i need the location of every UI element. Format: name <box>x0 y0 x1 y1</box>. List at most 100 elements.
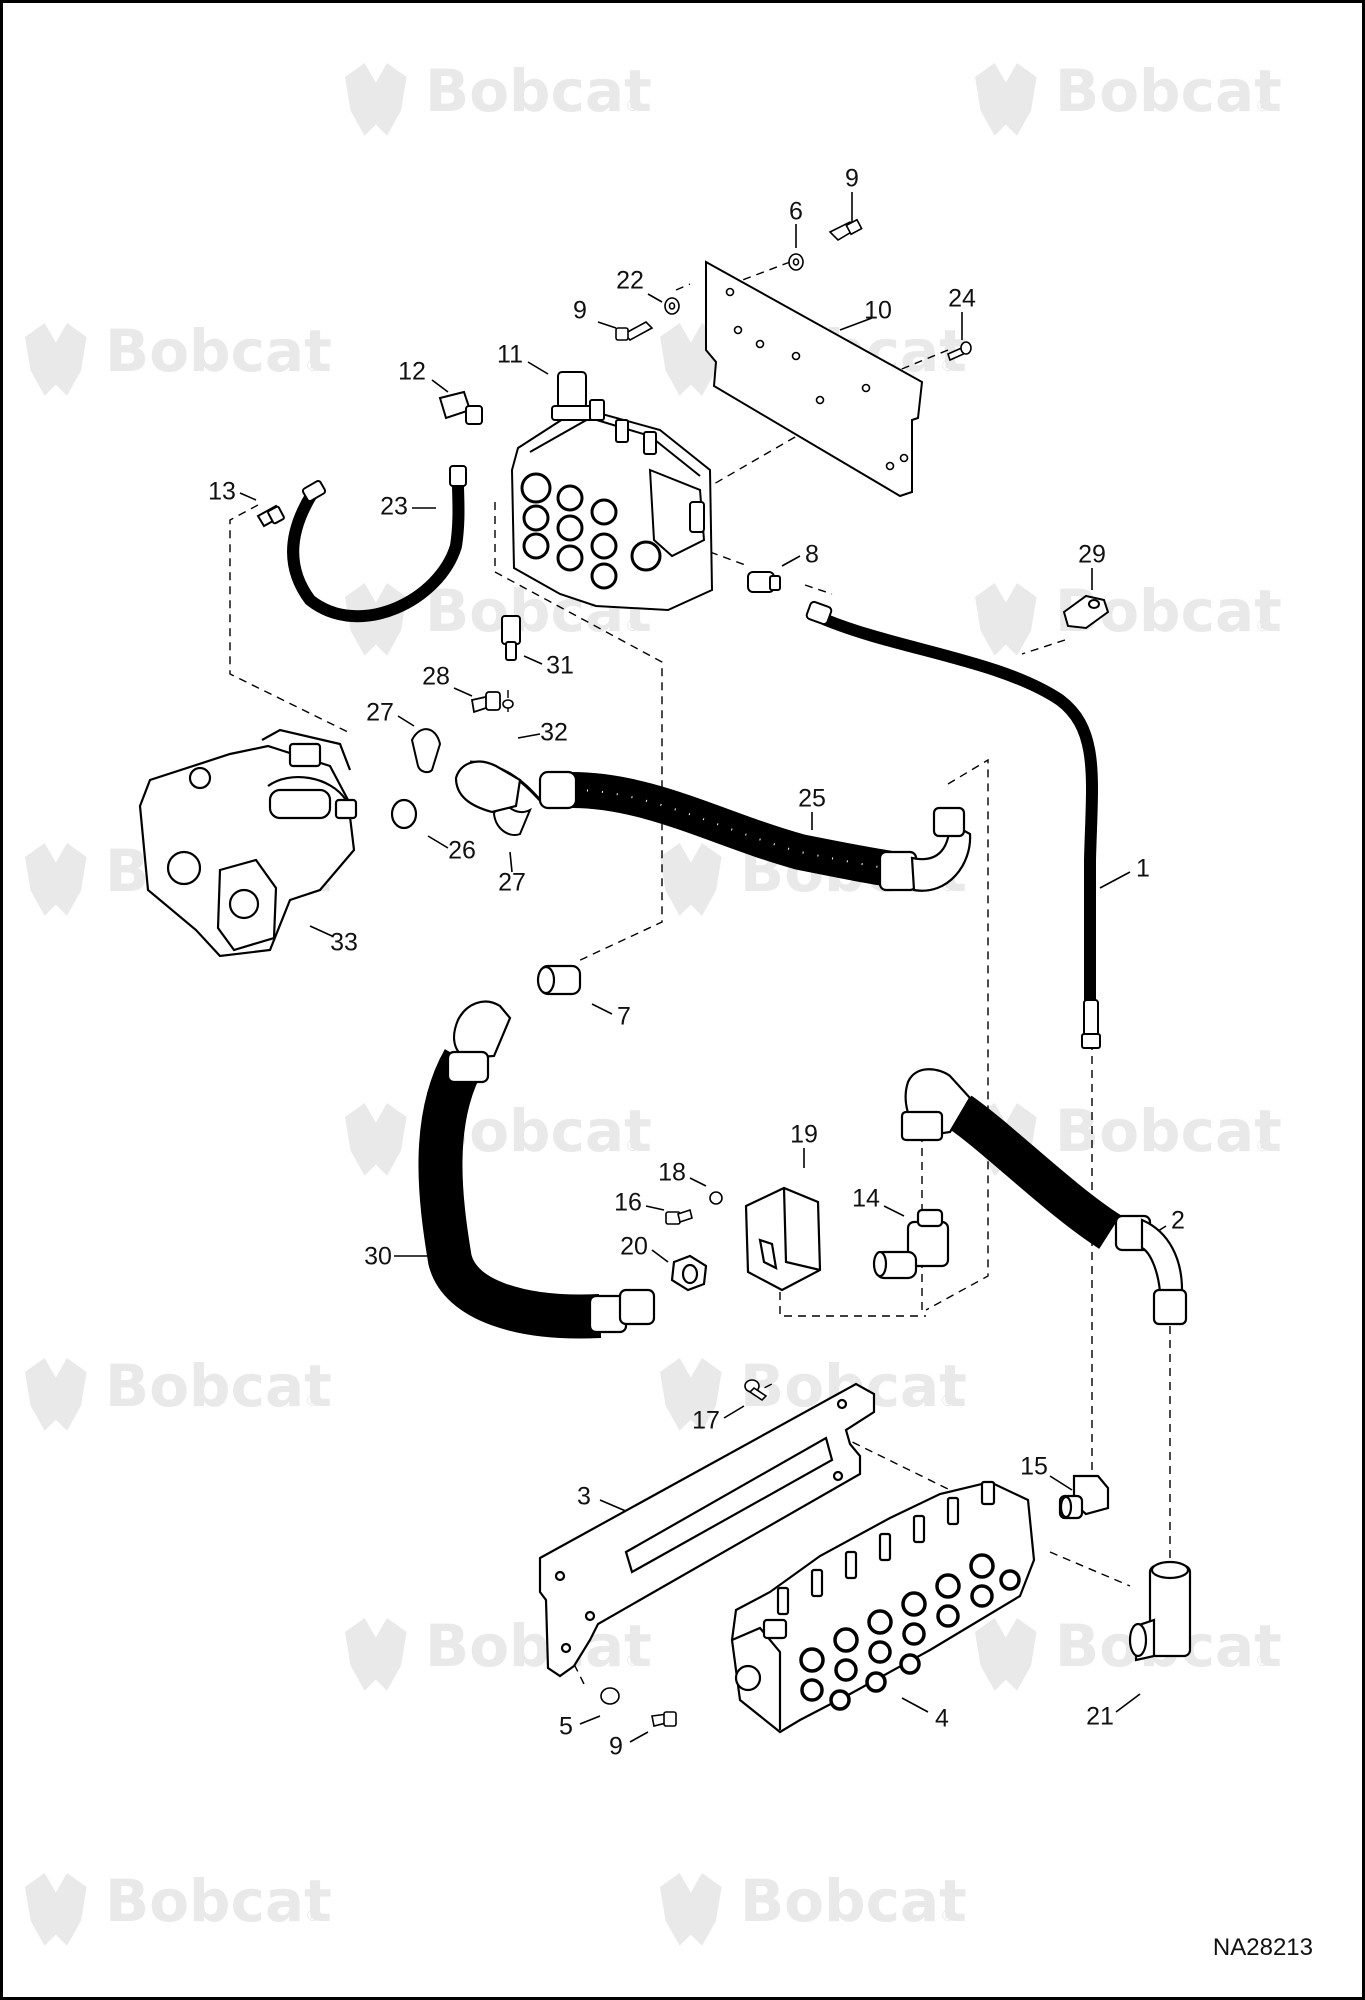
watermark-reg-mark: ® <box>940 1906 956 1925</box>
watermark-10: Bobcat® <box>25 1352 332 1431</box>
bolt-9-bottom <box>651 1711 677 1727</box>
callout-14-25: 14 <box>852 1185 880 1213</box>
watermark-8: Bobcat® <box>345 1097 652 1176</box>
callout-22-2: 22 <box>616 267 644 295</box>
watermark-brand-text: Bobcat <box>425 1612 652 1680</box>
elbow-fitting-21 <box>1128 1560 1192 1662</box>
washer-22 <box>664 297 680 315</box>
callout-32-15: 32 <box>540 719 568 747</box>
bobcat-logo-icon <box>25 323 87 396</box>
control-valve-4 <box>730 1480 1036 1734</box>
bobcat-logo-icon <box>660 1873 722 1946</box>
fitting-12 <box>438 390 483 425</box>
callout-8-10: 8 <box>805 541 819 569</box>
watermark-brand-text: Bobcat <box>425 57 652 125</box>
bobcat-logo-icon <box>25 1873 87 1946</box>
callout-11-6: 11 <box>497 341 523 369</box>
watermark-5: Bobcat® <box>975 577 1282 656</box>
callout-3-31: 3 <box>577 1483 591 1511</box>
callout-7-21: 7 <box>617 1003 631 1031</box>
callout-2-27: 2 <box>1171 1207 1185 1235</box>
mount-plate-10 <box>705 260 924 498</box>
callout-9-0: 9 <box>845 165 859 193</box>
callout-27-19: 27 <box>498 869 526 897</box>
callout-24-5: 24 <box>948 285 976 313</box>
callout-15-30: 15 <box>1020 1453 1048 1481</box>
hose-23 <box>287 465 467 623</box>
control-valve-11 <box>510 371 714 612</box>
callout-6-1: 6 <box>789 198 803 226</box>
bobcat-logo-icon <box>975 1618 1037 1691</box>
watermark-reg-mark: ® <box>940 1391 956 1410</box>
bracket-19 <box>744 1186 822 1292</box>
clip-29 <box>1062 594 1110 630</box>
watermark-1: Bobcat® <box>975 57 1282 136</box>
drawing-number: NA28213 <box>1212 1934 1313 1961</box>
hose-1 <box>805 600 1101 1049</box>
watermark-reg-mark: ® <box>625 96 641 115</box>
bolt-9-left <box>615 321 654 341</box>
callout-10-4: 10 <box>864 297 892 325</box>
hose-2 <box>900 1068 1188 1326</box>
watermark-reg-mark: ® <box>1255 616 1271 635</box>
watermark-reg-mark: ® <box>305 356 321 375</box>
bobcat-logo-icon <box>975 583 1037 656</box>
callout-30-28: 30 <box>364 1243 392 1271</box>
callout-5-32: 5 <box>559 1713 573 1741</box>
callout-1-17: 1 <box>1136 855 1150 883</box>
callout-28-13: 28 <box>422 663 450 691</box>
watermark-0: Bobcat® <box>345 57 652 136</box>
callout-13-8: 13 <box>208 478 236 506</box>
bobcat-logo-icon <box>345 63 407 136</box>
leader-lines <box>239 192 1167 1743</box>
callout-17-29: 17 <box>692 1407 720 1435</box>
bobcat-logo-icon <box>660 843 722 916</box>
watermark-15: Bobcat® <box>660 1867 967 1946</box>
bobcat-logo-icon <box>345 1103 407 1176</box>
nut-20 <box>670 1254 708 1292</box>
clamp-27-upper <box>410 728 442 774</box>
callout-25-16: 25 <box>798 785 826 813</box>
tee-fitting-14 <box>872 1208 950 1280</box>
hose-25 <box>454 760 972 892</box>
watermark-brand-text: Bobcat <box>105 1352 332 1420</box>
callout-23-9: 23 <box>380 493 408 521</box>
callout-27-14: 27 <box>366 699 394 727</box>
bobcat-logo-icon <box>345 1618 407 1691</box>
callout-31-12: 31 <box>546 652 574 680</box>
mount-plate-3 <box>538 1382 876 1678</box>
bobcat-logo-icon <box>975 63 1037 136</box>
callout-4-35: 4 <box>935 1705 949 1733</box>
watermark-9: Bobcat® <box>975 1097 1282 1176</box>
callout-21-34: 21 <box>1086 1703 1114 1731</box>
washer-6 <box>788 253 804 271</box>
watermark-brand-text: Bobcat <box>105 1867 332 1935</box>
callout-9-33: 9 <box>609 1733 623 1761</box>
callout-12-7: 12 <box>398 358 426 386</box>
hose-30 <box>418 1000 656 1339</box>
watermark-reg-mark: ® <box>625 616 641 635</box>
adapter-7 <box>536 964 582 996</box>
watermark-brand-text: Bobcat <box>1055 1097 1282 1165</box>
callout-33-20: 33 <box>330 929 358 957</box>
callout-26-18: 26 <box>448 837 476 865</box>
pump-33 <box>138 728 358 958</box>
fitting-8 <box>747 571 781 593</box>
watermark-2: Bobcat® <box>25 317 332 396</box>
watermark-reg-mark: ® <box>305 1906 321 1925</box>
watermark-reg-mark: ® <box>1255 96 1271 115</box>
watermark-13: Bobcat® <box>975 1612 1282 1691</box>
watermark-reg-mark: ® <box>1255 1136 1271 1155</box>
fitting-31 <box>501 615 521 661</box>
bolt-28 <box>470 691 501 714</box>
o-ring-32 <box>502 699 514 709</box>
callout-20-26: 20 <box>620 1233 648 1261</box>
bobcat-logo-icon <box>25 843 87 916</box>
callout-29-11: 29 <box>1078 541 1106 569</box>
watermark-reg-mark: ® <box>305 1391 321 1410</box>
washer-18 <box>709 1191 723 1205</box>
watermark-14: Bobcat® <box>25 1867 332 1946</box>
